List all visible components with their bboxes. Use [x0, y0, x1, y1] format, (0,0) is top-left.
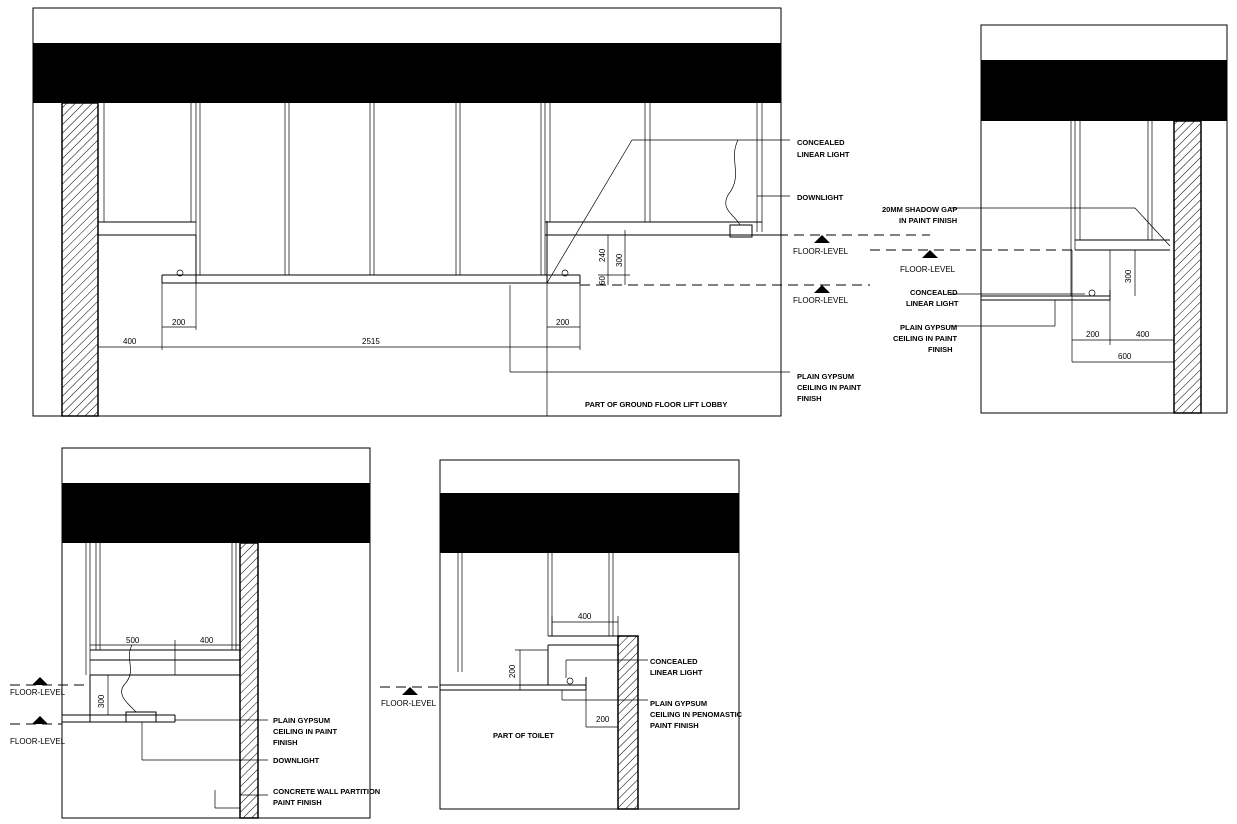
level-marker-icon [32, 716, 48, 724]
note-text: CONCRETE WALL PARTITION [273, 787, 380, 796]
note-text: PAINT FINISH [273, 798, 322, 807]
linear-light-icon [566, 677, 574, 685]
level-marker-icon [402, 687, 418, 695]
level-marker-icon [814, 235, 830, 243]
level-label: FLOOR-LEVEL [10, 737, 66, 746]
detail-b-framing [1070, 121, 1153, 296]
detail-d-frame [439, 459, 740, 810]
detail-c-frame [61, 447, 371, 819]
detail-downlight-wall: FLOOR-LEVEL FLOOR-LEVEL 500 400 300 PLAI… [10, 447, 380, 819]
dim-label: 200 [596, 715, 610, 724]
detail-d-wall [617, 635, 639, 810]
detail-a-wall [61, 102, 99, 417]
detail-a-dimensions [98, 139, 790, 416]
dim-label: 400 [123, 337, 137, 346]
detail-toilet: FLOOR-LEVEL 400 200 200 CONCEALED LINEAR… [380, 459, 743, 810]
detail-c-slab [62, 483, 370, 543]
detail-a-ceilings [98, 221, 781, 284]
detail-title: PART OF GROUND FLOOR LIFT LOBBY [585, 400, 727, 409]
linear-light-icon [176, 269, 184, 277]
note-text: FINISH [273, 738, 298, 747]
note-text: PLAIN GYPSUM [797, 372, 854, 381]
level-label: FLOOR-LEVEL [900, 265, 956, 274]
note-text: LINEAR LIGHT [650, 668, 703, 677]
detail-b-ceilings [981, 239, 1170, 301]
note-text: CONCEALED [910, 288, 958, 297]
detail-a-framing [103, 103, 763, 275]
dim-label: 400 [578, 612, 592, 621]
detail-c-wall [239, 542, 259, 819]
dim-label: 200 [1086, 330, 1100, 339]
detail-a-slab [33, 43, 781, 103]
downlight-cable-icon [121, 644, 137, 713]
note-text: LINEAR LIGHT [797, 150, 850, 159]
detail-c-dimensions [90, 640, 268, 809]
level-marker-icon [814, 285, 830, 293]
detail-b-frame [980, 24, 1228, 414]
note-text: PAINT FINISH [650, 721, 699, 730]
dim-label: 300 [1124, 269, 1133, 283]
detail-a-frame [32, 7, 782, 417]
detail-c-ceilings [62, 649, 240, 723]
detail-shadow-gap: FLOOR-LEVEL 300 200 400 600 20MM SHADOW … [870, 24, 1228, 414]
level-marker-icon [32, 677, 48, 685]
dim-label: 600 [1118, 352, 1132, 361]
note-text: FINISH [928, 345, 953, 354]
note-text: CONCEALED [797, 138, 845, 147]
level-label: FLOOR-LEVEL [793, 247, 849, 256]
dim-label: 60 [598, 276, 607, 285]
detail-d-slab [440, 493, 739, 553]
downlight-cable-icon [725, 139, 741, 226]
detail-d-ceilings [440, 635, 618, 691]
note-text: PLAIN GYPSUM [650, 699, 707, 708]
dim-label: 400 [1136, 330, 1150, 339]
dim-label: 200 [508, 664, 517, 678]
downlight-icon [125, 711, 157, 723]
dim-label: 2515 [362, 337, 380, 346]
note-text: CONCEALED [650, 657, 698, 666]
note-text: CEILING IN PAINT [797, 383, 861, 392]
level-label: FLOOR-LEVEL [381, 699, 437, 708]
level-label: FLOOR-LEVEL [10, 688, 66, 697]
dim-label: 240 [598, 248, 607, 262]
detail-b-dimensions [950, 207, 1174, 363]
dim-label: 500 [126, 636, 140, 645]
dim-label: 300 [615, 253, 624, 267]
detail-b-wall [1173, 120, 1202, 414]
detail-c-framing [85, 543, 237, 675]
linear-light-icon [561, 269, 569, 277]
detail-lift-lobby: FLOOR-LEVEL FLOOR-LEVEL 240 300 60 200 2… [32, 7, 930, 417]
detail-b-slab [981, 60, 1227, 121]
linear-light-icon [1088, 289, 1096, 297]
detail-title: PART OF TOILET [493, 731, 554, 740]
note-text: CEILING IN PAINT [893, 334, 957, 343]
note-text: 20MM SHADOW GAP [882, 205, 957, 214]
dim-label: 200 [556, 318, 570, 327]
dim-label: 300 [97, 694, 106, 708]
level-marker-icon [922, 250, 938, 258]
downlight-icon [729, 224, 753, 238]
note-text: IN PAINT FINISH [899, 216, 957, 225]
note-text: PLAIN GYPSUM [273, 716, 330, 725]
note-text: CEILING IN PAINT [273, 727, 337, 736]
level-label: FLOOR-LEVEL [793, 296, 849, 305]
note-text: LINEAR LIGHT [906, 299, 959, 308]
note-text: CEILING IN PENOMASTIC [650, 710, 743, 719]
detail-d-dimensions [515, 616, 648, 728]
note-text: PLAIN GYPSUM [900, 323, 957, 332]
dim-label: 200 [172, 318, 186, 327]
dim-label: 400 [200, 636, 214, 645]
note-text: DOWNLIGHT [273, 756, 320, 765]
note-text: FINISH [797, 394, 822, 403]
note-text: DOWNLIGHT [797, 193, 844, 202]
